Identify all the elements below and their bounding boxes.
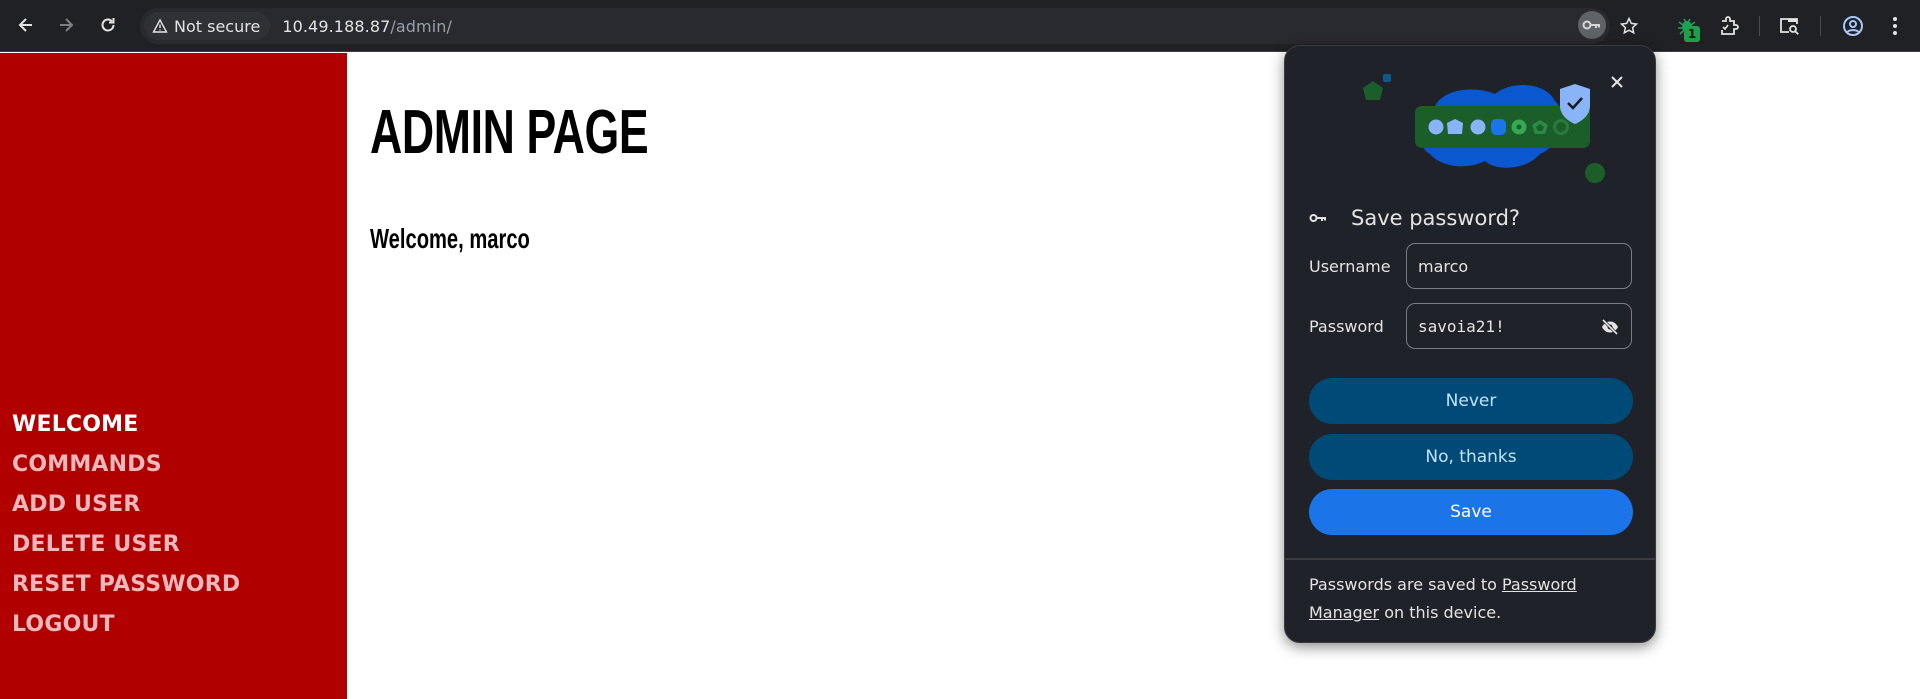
sidebar-item-reset-password[interactable]: RESET PASSWORD [12, 572, 241, 597]
star-icon [1619, 16, 1639, 35]
url-path: /admin/ [390, 16, 453, 36]
arrow-right-icon [60, 18, 74, 32]
browser-toolbar: Not secure 10.49.188.87/admin/ 1 [0, 0, 1920, 52]
sidebar-item-add-user[interactable]: ADD USER [12, 492, 141, 517]
welcome-message: Welcome, marco [370, 223, 530, 254]
dialog-footer: Passwords are saved to Password Manager … [1309, 571, 1609, 627]
dialog-title-text: Save password? [1351, 206, 1521, 230]
username-field[interactable]: marco [1406, 243, 1632, 289]
page-title: ADMIN PAGE [370, 98, 649, 167]
username-label: Username [1309, 256, 1391, 276]
sidebar-item-commands[interactable]: COMMANDS [12, 452, 162, 477]
eye-off-icon [1601, 319, 1619, 335]
reload-button[interactable] [88, 5, 128, 45]
password-row: Password savoia21! [1309, 303, 1633, 349]
sidebar-item-logout[interactable]: LOGOUT [12, 612, 115, 637]
security-chip[interactable]: Not secure [144, 12, 271, 40]
close-button[interactable] [1603, 68, 1631, 96]
extensions-button[interactable] [1714, 11, 1744, 41]
dialog-divider [1285, 558, 1655, 560]
password-manager-link[interactable]: Password Manager [1309, 575, 1577, 622]
key-icon [1582, 20, 1600, 30]
dialog-title: Save password? [1309, 206, 1520, 230]
profile-icon [1843, 16, 1863, 36]
password-key-button[interactable] [1578, 11, 1606, 39]
security-label: Not secure [174, 16, 261, 36]
no-thanks-button[interactable]: No, thanks [1309, 434, 1633, 480]
url-text[interactable]: 10.49.188.87/admin/ [282, 17, 452, 36]
url-host: 10.49.188.87 [282, 16, 391, 36]
password-label: Password [1309, 316, 1384, 336]
save-password-dialog: Save password? Username marco Password s… [1284, 45, 1656, 643]
bookmark-button[interactable] [1614, 11, 1644, 41]
reload-icon [101, 18, 115, 32]
never-button[interactable]: Never [1309, 378, 1633, 424]
footer-prefix: Passwords are saved to [1309, 575, 1502, 594]
sidebar-nav: WELCOME COMMANDS ADD USER DELETE USER RE… [12, 405, 240, 645]
kebab-menu-icon [1893, 17, 1897, 35]
arrow-left-icon [18, 18, 32, 32]
username-row: Username marco [1309, 243, 1633, 289]
close-icon [1611, 76, 1623, 88]
profile-button[interactable] [1838, 11, 1868, 41]
tab-search-icon [1780, 18, 1799, 35]
sidebar-item-delete-user[interactable]: DELETE USER [12, 532, 180, 557]
key-icon [1309, 214, 1326, 222]
browser-menu-button[interactable] [1880, 11, 1910, 41]
back-button[interactable] [6, 5, 46, 45]
password-value: savoia21! [1418, 316, 1505, 336]
username-value: marco [1418, 256, 1469, 276]
address-bar[interactable]: Not secure 10.49.188.87/admin/ [140, 8, 1610, 44]
extension-badge: 1 [1684, 26, 1700, 42]
password-illustration [1363, 74, 1605, 183]
main-content: ADMIN PAGE Welcome, marco [347, 53, 1920, 699]
footer-suffix: on this device. [1379, 603, 1502, 622]
toolbar-separator [1820, 16, 1821, 36]
tab-search-button[interactable] [1775, 11, 1805, 41]
sidebar: WELCOME COMMANDS ADD USER DELETE USER RE… [0, 53, 347, 699]
puzzle-icon [1721, 16, 1739, 35]
sidebar-item-welcome[interactable]: WELCOME [12, 412, 139, 437]
save-button[interactable]: Save [1309, 489, 1633, 535]
password-field[interactable]: savoia21! [1406, 303, 1632, 349]
toolbar-separator [1759, 16, 1760, 36]
toggle-password-visibility-button[interactable] [1599, 316, 1621, 338]
forward-button[interactable] [46, 5, 86, 45]
warning-triangle-icon [152, 18, 168, 33]
